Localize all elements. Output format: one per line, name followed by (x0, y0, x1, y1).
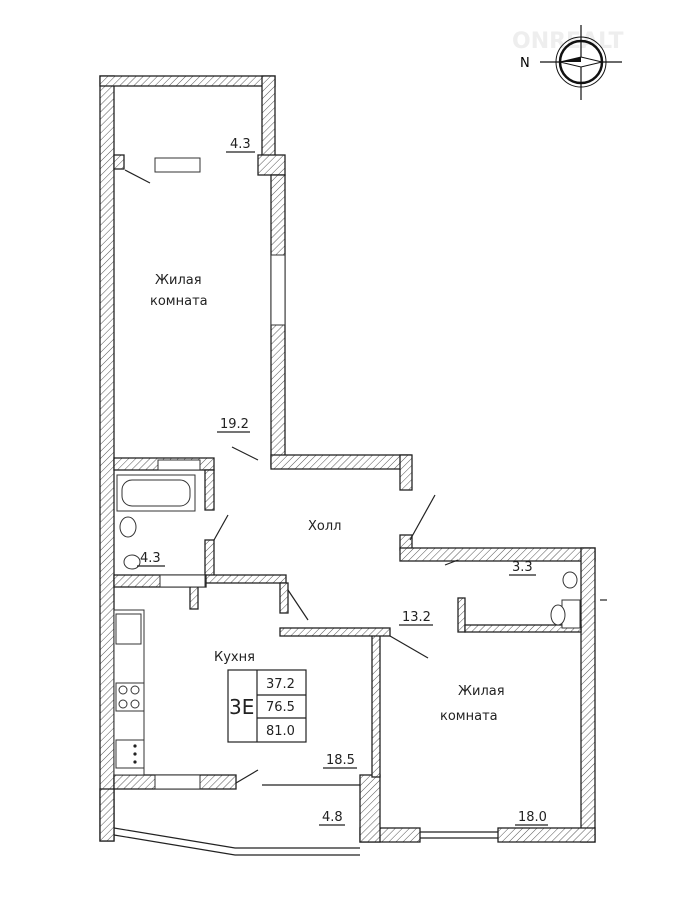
kitchen-sink-icon (115, 613, 142, 645)
living-room-1-label: Жилая (155, 273, 202, 288)
wc-area: 3.3 (512, 560, 533, 575)
compass-icon: N (520, 25, 622, 100)
oven-icon (115, 739, 145, 769)
walls (99, 75, 596, 843)
living-area-value: 37.2 (266, 677, 295, 692)
toilet-icon (562, 571, 578, 589)
living-room-1-label-2: комната (150, 294, 208, 309)
living-room-2-area: 18.0 (518, 810, 547, 825)
hall-area: 13.2 (402, 610, 431, 625)
total-area-value: 76.5 (266, 700, 295, 715)
living-room-1-area: 19.2 (220, 417, 249, 432)
toilet-icon (123, 554, 141, 570)
living-room-2-label-2: комната (440, 709, 498, 724)
apartment-type: 3E (229, 695, 254, 719)
bathroom-area: 4.3 (140, 551, 161, 566)
stove-icon (115, 682, 145, 712)
watermark: ONREALT (512, 29, 624, 54)
hall-label: Холл (308, 519, 341, 534)
balcony-top-area: 4.3 (230, 137, 251, 152)
kitchen-area: 18.5 (326, 753, 355, 768)
sink-icon (119, 516, 137, 538)
door-swings (113, 169, 607, 856)
apartment-legend: 3E 37.2 76.5 81.0 (227, 669, 307, 743)
total-with-balconies-value: 81.0 (266, 724, 295, 739)
balcony-bottom-area: 4.8 (322, 810, 343, 825)
living-room-2-label: Жилая (458, 684, 505, 699)
north-label: N (520, 56, 530, 71)
kitchen-label: Кухня (214, 650, 255, 665)
